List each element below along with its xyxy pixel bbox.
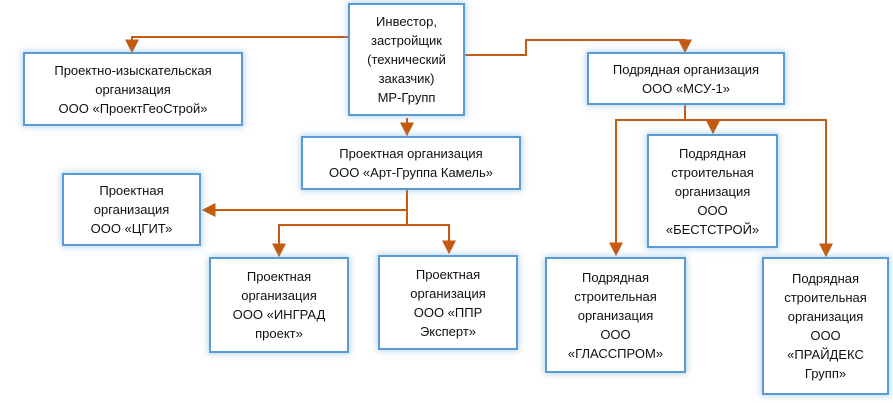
node-contractor-org: Подрядная организация ООО «МСУ-1» [587, 52, 785, 105]
node-investor-label: Инвестор, застройщик (технический заказч… [367, 14, 446, 105]
arrow-design-to-ppr [407, 224, 456, 255]
arrow-contractor-to-prideks [713, 119, 833, 258]
node-design-ingrad: Проектная организация ООО «ИНГРАД проект… [209, 257, 349, 353]
node-builder-glassprom-label: Подрядная строительная организация ООО «… [567, 269, 664, 361]
node-design-ingrad-label: Проектная организация ООО «ИНГРАД проект… [232, 269, 326, 341]
arrow-contractor-to-glassprom [609, 119, 685, 257]
node-builder-beststroy-label: Подрядная строительная организация ООО «… [665, 145, 760, 237]
node-contractor-org-label: Подрядная организация ООО «МСУ-1» [612, 61, 760, 96]
node-investor: Инвестор, застройщик (технический заказч… [348, 3, 465, 116]
node-builder-glassprom: Подрядная строительная организация ООО «… [545, 257, 686, 373]
arrow-investor-to-contractor [465, 39, 692, 56]
node-builder-prideks: Подрядная строительная организация ООО «… [762, 257, 889, 395]
node-design-cgit-label: Проектная организация ООО «ЦГИТ» [90, 183, 173, 236]
node-design-main: Проектная организация ООО «Арт-Группа Ка… [301, 136, 521, 190]
node-builder-beststroy: Подрядная строительная организация ООО «… [647, 134, 778, 248]
node-design-cgit: Проектная организация ООО «ЦГИТ» [62, 173, 201, 246]
arrow-design-to-cgit [201, 190, 408, 217]
node-design-main-label: Проектная организация ООО «Арт-Группа Ка… [328, 146, 494, 180]
node-survey-org: Проектно-изыскательская организация ООО … [23, 52, 243, 126]
node-design-ppr: Проектная организация ООО «ППР Эксперт» [378, 255, 518, 350]
node-builder-prideks-label: Подрядная строительная организация ООО «… [784, 271, 867, 381]
arrow-design-to-ingrad [272, 210, 408, 258]
arrow-contractor-to-beststroy [684, 105, 720, 135]
node-design-ppr-label: Проектная организация ООО «ППР Эксперт» [410, 266, 486, 339]
arrow-investor-to-survey [125, 36, 348, 54]
node-survey-org-label: Проектно-изыскательская организация ООО … [54, 62, 212, 116]
